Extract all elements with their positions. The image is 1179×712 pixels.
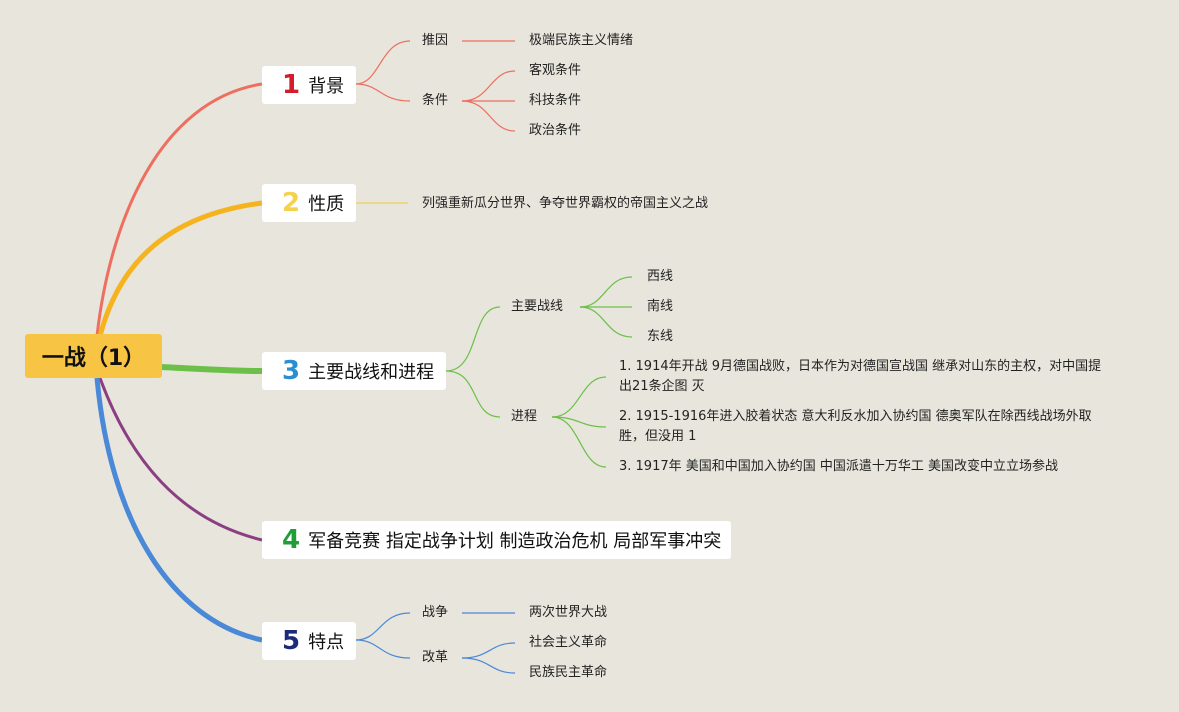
- edge-root-branch2: [97, 200, 263, 337]
- branch-1-number: 1: [282, 70, 301, 100]
- b5-child-1[interactable]: 战争: [422, 605, 449, 620]
- b5-child-2-leaf-2[interactable]: 民族民主革命: [529, 665, 608, 680]
- b3-child-2[interactable]: 进程: [511, 409, 538, 424]
- b1-child-1[interactable]: 推因: [422, 33, 449, 48]
- b2-child-1[interactable]: 列强重新瓜分世界、争夺世界霸权的帝国主义之战: [422, 196, 709, 211]
- branch-2-node[interactable]: 2 性质: [262, 184, 356, 222]
- b1-child-2-leaf-3[interactable]: 政治条件: [529, 123, 582, 138]
- b3-child-2-leaf-3[interactable]: 3. 1917年 美国和中国加入协约国 中国派遣十万华工 美国改变中立立场参战: [619, 459, 1059, 474]
- root-node[interactable]: 一战（1）: [25, 334, 162, 378]
- edge-b5-c2: [355, 639, 411, 659]
- b3-child-2-leaf-1[interactable]: 1. 1914年开战 9月德国战败，日本作为对德国宣战国 继承对山东的主权，对中…: [619, 359, 1102, 394]
- branch-5-label: 特点: [308, 632, 345, 653]
- branch-3-number: 3: [282, 356, 301, 386]
- edge-b3-c2-g2: [551, 416, 607, 428]
- branch-1-node[interactable]: 1 背景: [262, 66, 356, 104]
- edge-b1-c1: [355, 40, 411, 85]
- branch-1-label: 背景: [308, 76, 345, 97]
- edge-b5-c2-g1: [461, 642, 516, 659]
- branch-3-label: 主要战线和进程: [308, 362, 435, 383]
- edge-b1-c2-g1: [461, 70, 516, 102]
- b1-child-2-leaf-1[interactable]: 客观条件: [529, 63, 582, 78]
- edge-b3-c2: [445, 370, 501, 418]
- branch-2-number: 2: [282, 188, 301, 218]
- edge-b3-c2-g1: [551, 376, 607, 418]
- branch-5-number: 5: [282, 626, 301, 656]
- edge-b3-c2-g3: [551, 416, 607, 468]
- edge-b3-c1: [445, 306, 501, 372]
- b1-child-1-leaf-1[interactable]: 极端民族主义情绪: [529, 33, 634, 48]
- edge-b5-c2-g2: [461, 657, 516, 674]
- edge-root-branch4: [98, 377, 263, 542]
- edge-root-branch5: [94, 377, 263, 643]
- branch-3-node[interactable]: 3 主要战线和进程: [262, 352, 446, 390]
- b3-child-1-leaf-2[interactable]: 南线: [647, 299, 674, 314]
- branch-4-node[interactable]: 4 军备竞赛 指定战争计划 制造政治危机 局部军事冲突: [262, 521, 731, 559]
- edge-root-branch3: [161, 364, 263, 374]
- b3-child-1-leaf-1[interactable]: 西线: [647, 269, 674, 284]
- b3-child-2-leaf-2[interactable]: 2. 1915-1916年进入胶着状态 意大利反水加入协约国 德奥军队在除西线战…: [619, 409, 1092, 444]
- root-label: 一战（1）: [41, 346, 146, 371]
- branch-5-node[interactable]: 5 特点: [262, 622, 356, 660]
- b5-child-2-leaf-1[interactable]: 社会主义革命: [529, 635, 608, 650]
- edge-b3-c1-g1: [579, 276, 633, 308]
- branch-4-number: 4: [282, 525, 301, 555]
- b5-child-1-leaf-1[interactable]: 两次世界大战: [529, 605, 608, 620]
- b1-child-2[interactable]: 条件: [422, 93, 449, 108]
- branch-2-label: 性质: [308, 194, 345, 215]
- b3-child-1-leaf-3[interactable]: 东线: [647, 329, 674, 344]
- edge-b1-c2-g3: [461, 100, 516, 132]
- edge-root-branch1: [95, 82, 263, 337]
- edge-b3-c1-g3: [579, 306, 633, 338]
- branch-4-label: 军备竞赛 指定战争计划 制造政治危机 局部军事冲突: [308, 531, 722, 552]
- b5-child-2[interactable]: 改革: [422, 650, 449, 665]
- b1-child-2-leaf-2[interactable]: 科技条件: [529, 93, 582, 108]
- edge-b5-c1: [355, 612, 411, 641]
- edge-b1-c2: [355, 83, 411, 102]
- b3-child-1[interactable]: 主要战线: [511, 299, 564, 314]
